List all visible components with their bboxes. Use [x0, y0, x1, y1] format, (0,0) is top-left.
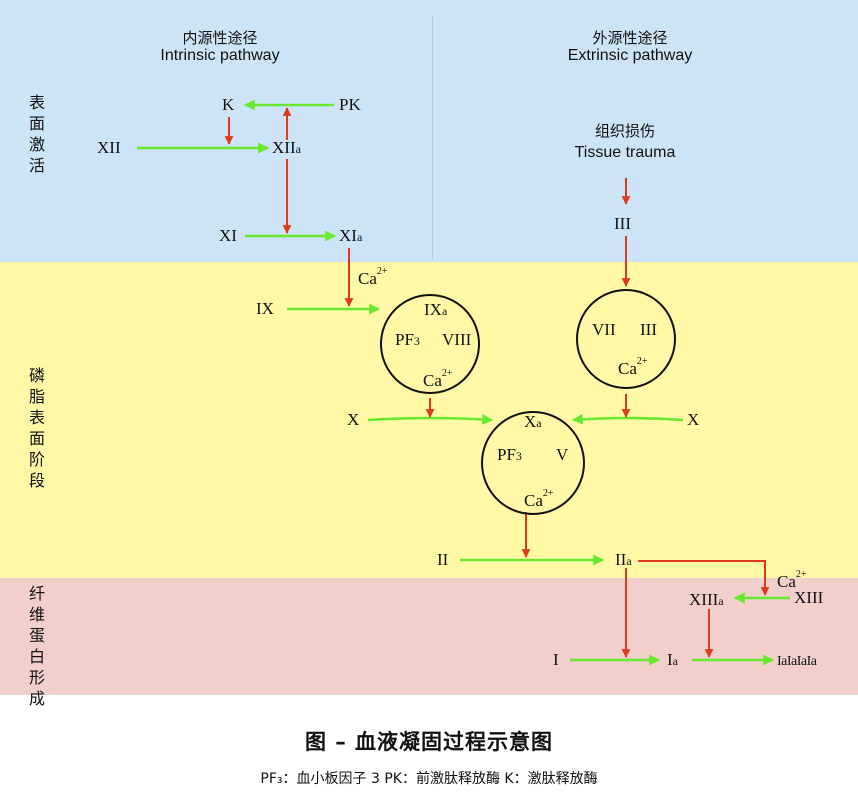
complex-pf3-prothrombinase: PF3: [497, 445, 522, 466]
complex-v: V: [556, 445, 569, 464]
factor-ix: IX: [256, 299, 274, 318]
factor-xiiia: XIIIa: [689, 590, 724, 611]
stage-label-fibrin-formation: 纤 维 蛋 白 形 成: [28, 584, 45, 708]
extrinsic-header-zh: 外源性途径: [592, 29, 668, 47]
intrinsic-header-zh: 内源性途径: [182, 29, 258, 47]
factor-x-left: X: [347, 410, 360, 429]
complex-pf3-main: PF: [497, 445, 516, 464]
factor-xia: XIa: [339, 226, 362, 247]
complex-viii: VIII: [442, 330, 472, 349]
figure-legend: PF₃：血小板因子 3 PK：前激肽释放酶 K：激肽释放酶: [260, 771, 598, 787]
calcium-charge: 2+: [636, 356, 648, 367]
factor-iia: IIa: [615, 550, 632, 571]
factor-xiii: XIII: [794, 588, 824, 607]
factor-ia-sub: a: [672, 654, 678, 668]
complex-ixa-sub: a: [441, 304, 448, 318]
complex-xa: Xa: [524, 412, 542, 433]
calcium-text: Ca: [358, 269, 377, 288]
complex-pf3-intrinsic: PF3: [395, 330, 420, 351]
factor-fibrin-polymer: IaIaIaIa: [777, 654, 817, 669]
calcium-label-extrinsic-complex: Ca2+: [618, 352, 648, 379]
surface-activation-band: [0, 0, 858, 262]
factor-pk: PK: [339, 95, 361, 114]
factor-xia-main: XI: [339, 226, 357, 245]
factor-xi: XI: [219, 226, 237, 245]
calcium-charge: 2+: [376, 266, 388, 277]
phospholipid-band: [0, 262, 858, 578]
figure-caption: 图 – 血液凝固过程示意图: [304, 730, 554, 754]
arrow-x-left-to-xa: [367, 413, 494, 425]
fibrin-formation-band: [0, 578, 858, 695]
factor-xii: XII: [97, 138, 121, 157]
factor-ia-main: I: [667, 650, 673, 669]
factor-xiiia-sub: a: [718, 594, 724, 608]
calcium-text: Ca: [777, 572, 796, 591]
tissue-trauma-en: Tissue trauma: [574, 144, 676, 161]
factor-iia-sub: a: [626, 554, 632, 568]
calcium-text: Ca: [524, 491, 543, 510]
calcium-charge: 2+: [542, 488, 554, 499]
arrow-iia-activates-xiii: [638, 560, 770, 596]
stage-label-phospholipid: 磷 脂 表 面 阶 段: [28, 366, 45, 490]
intrinsic-tenase-complex: [380, 294, 480, 394]
stage-label-surface-activation: 表 面 激 活: [28, 93, 45, 175]
complex-ixa-main: IX: [424, 300, 442, 319]
calcium-label-intrinsic-complex: Ca2+: [423, 364, 453, 391]
factor-k: K: [222, 95, 235, 114]
calcium-text: Ca: [423, 371, 442, 390]
arrow-x-right-to-xa: [571, 413, 684, 425]
factor-xiia: XIIa: [272, 138, 301, 159]
pathway-divider: [432, 15, 433, 260]
factor-xiia-main: XII: [272, 138, 296, 157]
calcium-text: Ca: [618, 359, 637, 378]
extrinsic-tenase-complex: [576, 289, 676, 389]
calcium-charge: 2+: [795, 569, 807, 580]
factor-xiiia-main: XIII: [689, 590, 719, 609]
intrinsic-header-en: Intrinsic pathway: [160, 47, 280, 64]
factor-xia-sub: a: [356, 230, 363, 244]
prothrombinase-complex: [481, 411, 585, 515]
calcium-label-prothrombinase: Ca2+: [524, 484, 554, 511]
calcium-label-xia: Ca2+: [358, 262, 388, 289]
factor-iii: III: [614, 214, 631, 233]
complex-xa-main: X: [524, 412, 537, 431]
tissue-trauma-label: 组织损伤 Tissue trauma: [540, 121, 710, 163]
factor-x-right: X: [687, 410, 700, 429]
extrinsic-header-en: Extrinsic pathway: [567, 47, 693, 64]
factor-ia: Ia: [667, 650, 678, 671]
tissue-trauma-zh: 组织损伤: [594, 122, 655, 140]
complex-pf3-main: PF: [395, 330, 414, 349]
complex-pf3-sub: 3: [515, 449, 522, 463]
complex-ixa: IXa: [424, 300, 447, 321]
intrinsic-pathway-header: 内源性途径 Intrinsic pathway: [120, 29, 320, 65]
calcium-label-xiii: Ca2+: [777, 565, 807, 592]
factor-i: I: [553, 650, 559, 669]
factor-iia-main: II: [615, 550, 627, 569]
factor-xiia-sub: a: [295, 142, 301, 156]
complex-vii: VII: [592, 320, 616, 339]
calcium-charge: 2+: [441, 368, 453, 379]
extrinsic-pathway-header: 外源性途径 Extrinsic pathway: [530, 29, 730, 65]
complex-iii: III: [640, 320, 657, 339]
complex-xa-sub: a: [536, 416, 542, 430]
factor-ii: II: [437, 550, 449, 569]
complex-pf3-sub: 3: [413, 334, 420, 348]
